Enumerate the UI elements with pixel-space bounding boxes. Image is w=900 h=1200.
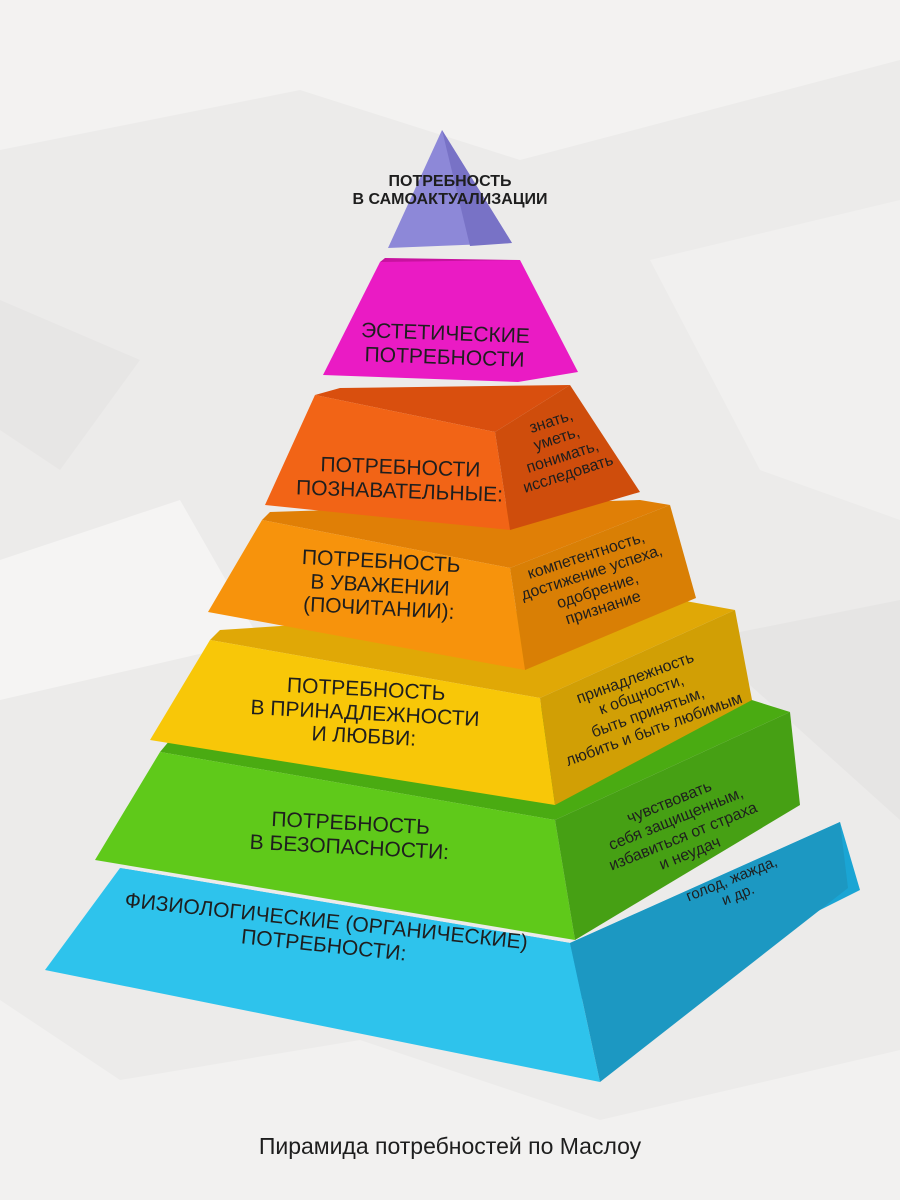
level-self-actualization bbox=[388, 130, 512, 248]
caption: Пирамида потребностей по Маслоу bbox=[258, 1133, 642, 1159]
level-cognitive bbox=[265, 385, 640, 530]
level-aesthetic bbox=[323, 258, 578, 382]
esteem-level-label: ПОТРЕБНОСТЬ В УВАЖЕНИИ (ПОЧИТАНИИ): bbox=[301, 545, 462, 624]
level-esteem bbox=[208, 500, 696, 670]
level-physiological bbox=[45, 822, 860, 1082]
aesthetic-level-label: ЭСТЕТИЧЕСКИЕ ПОТРЕБНОСТИ bbox=[360, 319, 531, 372]
top-level-label: ПОТРЕБНОСТЬ В САМОАКТУАЛИЗАЦИИ bbox=[352, 173, 548, 208]
